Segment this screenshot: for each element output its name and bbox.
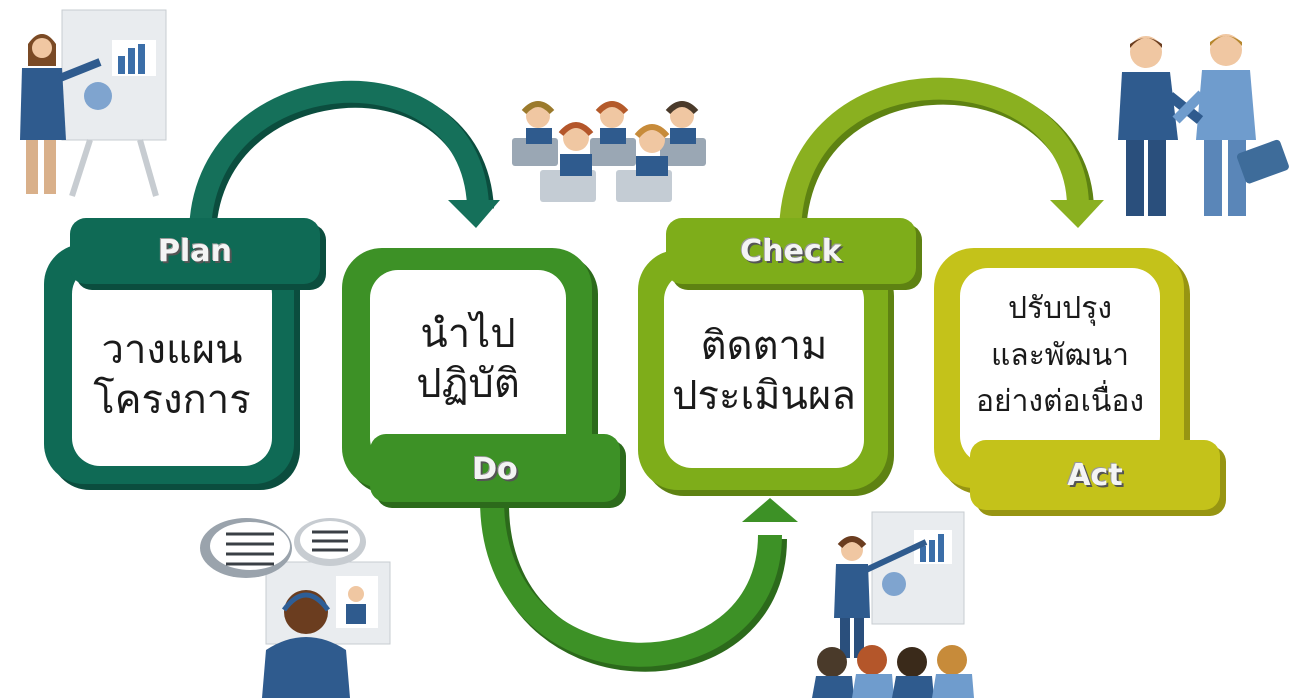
do-text: นำไป ปฏิบัติ <box>370 284 566 434</box>
act-text: ปรับปรุง และพัฒนา อย่างต่อเนื่อง <box>950 276 1170 436</box>
plan-text: วางแผน โครงการ <box>72 300 272 450</box>
plan-text-line-2: โครงการ <box>93 378 251 422</box>
check-text-line-2: ประเมินผล <box>672 374 856 418</box>
plan-box <box>44 218 326 490</box>
act-box <box>934 248 1226 516</box>
plan-label: Plan <box>158 234 232 269</box>
arrow-do-to-check <box>480 498 798 672</box>
handshake-businessmen-illustration <box>1118 34 1289 216</box>
do-text-line-2: ปฏิบัติ <box>416 362 520 406</box>
act-label: Act <box>1067 458 1123 493</box>
chat-support-agent-illustration <box>200 518 391 698</box>
presenter-audience-illustration <box>812 511 974 698</box>
presenter-woman-illustration <box>20 9 167 197</box>
do-text-line-1: นำไป <box>420 312 516 356</box>
do-label: Do <box>472 452 518 487</box>
act-text-line-2: และพัฒนา <box>990 338 1130 372</box>
arrow-check-to-act <box>779 77 1104 240</box>
plan-text-line-1: วางแผน <box>101 328 243 372</box>
act-text-line-1: ปรับปรุง <box>1007 292 1112 326</box>
call-center-team-illustration <box>512 101 706 202</box>
arrow-plan-to-do <box>189 80 500 240</box>
act-text-line-3: อย่างต่อเนื่อง <box>975 385 1145 419</box>
check-box <box>638 218 922 496</box>
do-box <box>342 248 626 508</box>
check-text-line-1: ติดตาม <box>700 324 828 368</box>
check-text: ติดตาม ประเมินผล <box>664 296 864 446</box>
check-label: Check <box>740 234 842 269</box>
